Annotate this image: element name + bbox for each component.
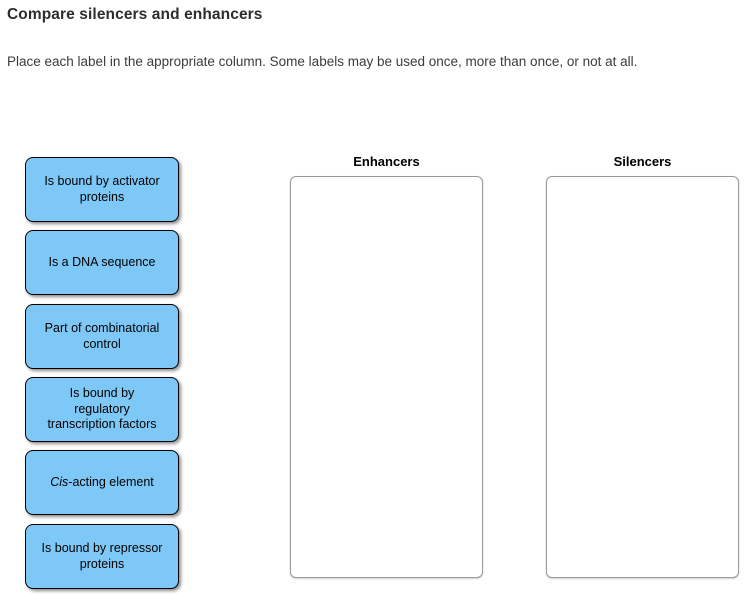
- label-chip-repressor-proteins[interactable]: Is bound by repressor proteins: [25, 524, 179, 589]
- label-chip-combinatorial-control[interactable]: Part of combinatorial control: [25, 304, 179, 369]
- label-chip-text: Is bound by regulatory transcription fac…: [47, 386, 157, 432]
- label-chip-activator-proteins[interactable]: Is bound by activator proteins: [25, 157, 179, 222]
- instruction-text: Place each label in the appropriate colu…: [7, 54, 638, 69]
- label-chip-text: Is bound by activator proteins: [44, 173, 160, 204]
- label-chip-cis-acting-element[interactable]: Cis-acting element: [25, 450, 179, 515]
- label-chip-regulatory-transcription-factors[interactable]: Is bound by regulatory transcription fac…: [25, 377, 179, 442]
- label-chip-text: Part of combinatorial control: [44, 320, 160, 351]
- enhancers-column-header: Enhancers: [353, 154, 420, 169]
- page-title: Compare silencers and enhancers: [7, 6, 263, 23]
- silencers-column-header: Silencers: [613, 154, 672, 169]
- label-chip-text: Is a DNA sequence: [48, 254, 156, 269]
- enhancers-dropzone[interactable]: [290, 176, 483, 578]
- label-chip-text: Cis-acting element: [50, 474, 154, 489]
- label-chip-dna-sequence[interactable]: Is a DNA sequence: [25, 230, 179, 295]
- label-chip-text: Is bound by repressor proteins: [41, 540, 163, 571]
- silencers-dropzone[interactable]: [546, 176, 739, 578]
